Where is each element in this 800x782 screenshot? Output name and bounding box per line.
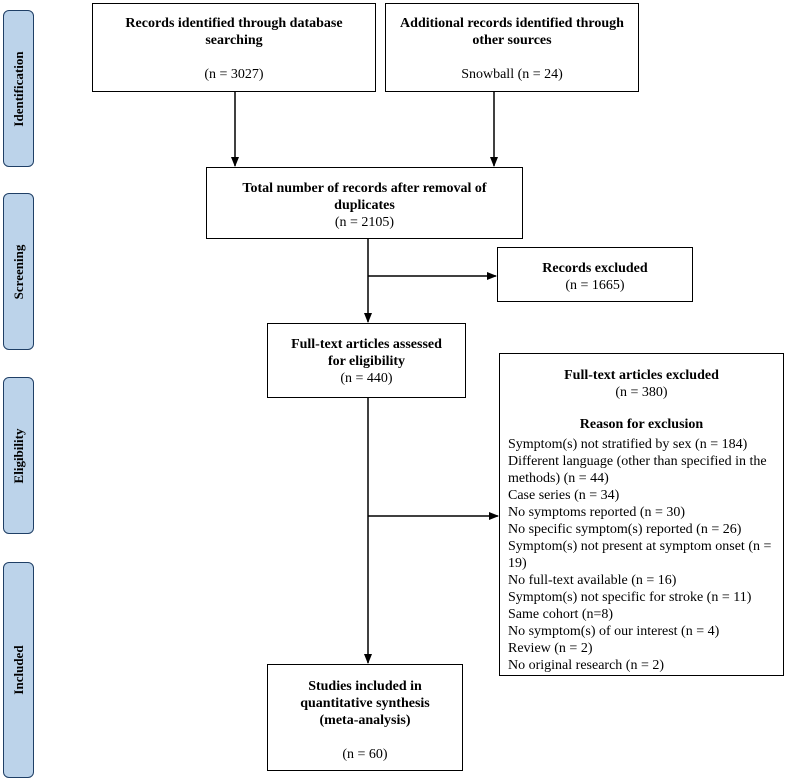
exclusion-reason: Review (n = 2) bbox=[508, 641, 593, 656]
box-records-excluded: Records excluded (n = 1665) bbox=[497, 247, 693, 302]
fulltext-assessed-title-2: for eligibility bbox=[327, 354, 406, 369]
fulltext-excluded-count: (n = 380) bbox=[615, 385, 668, 400]
box-other-sources: Additional records identified through ot… bbox=[385, 3, 639, 92]
included-title-2: quantitative synthesis bbox=[300, 696, 430, 711]
included-count: (n = 60) bbox=[342, 747, 388, 762]
exclusion-reason: Case series (n = 34) bbox=[508, 488, 620, 503]
exclusion-reason: No symptom(s) of our interest (n = 4) bbox=[508, 624, 720, 639]
box-studies-included: Studies included in quantitative synthes… bbox=[267, 664, 463, 771]
box-database-records: Records identified through database sear… bbox=[92, 3, 376, 92]
stage-included: Included bbox=[3, 562, 34, 778]
stage-screening: Screening bbox=[3, 193, 34, 350]
exclusion-reason: methods) (n = 44) bbox=[508, 471, 609, 486]
exclusion-reason: Symptom(s) not specific for stroke (n = … bbox=[508, 590, 752, 605]
stage-eligibility: Eligibility bbox=[3, 377, 34, 534]
after-duplicates-title-1: Total number of records after removal of bbox=[242, 181, 487, 196]
box-after-duplicates: Total number of records after removal of… bbox=[206, 167, 523, 239]
after-duplicates-title-2: duplicates bbox=[334, 198, 395, 213]
database-records-count: (n = 3027) bbox=[204, 67, 264, 82]
records-excluded-title: Records excluded bbox=[542, 261, 648, 276]
exclusion-reasons-list: Symptom(s) not stratified by sex (n = 18… bbox=[500, 436, 783, 674]
included-title-3: (meta-analysis) bbox=[319, 713, 411, 728]
after-duplicates-count: (n = 2105) bbox=[334, 215, 395, 230]
other-sources-title: Additional records identified through ot… bbox=[400, 16, 624, 48]
box-fulltext-assessed: Full-text articles assessed for eligibil… bbox=[267, 323, 466, 398]
exclusion-reason: 19) bbox=[508, 556, 527, 571]
exclusion-reason: No specific symptom(s) reported (n = 26) bbox=[508, 522, 742, 537]
fulltext-assessed-count: (n = 440) bbox=[340, 371, 393, 386]
fulltext-excluded-title: Full-text articles excluded bbox=[564, 368, 719, 383]
records-excluded-count: (n = 1665) bbox=[565, 278, 625, 293]
exclusion-reason: No symptoms reported (n = 30) bbox=[508, 505, 686, 520]
fulltext-assessed-title-1: Full-text articles assessed bbox=[291, 337, 442, 352]
exclusion-reason: No full-text available (n = 16) bbox=[508, 573, 677, 588]
exclusion-reason: Different language (other than specified… bbox=[508, 454, 767, 469]
exclusion-reason: Same cohort (n=8) bbox=[508, 607, 614, 622]
box-fulltext-excluded: Full-text articles excluded (n = 380) Re… bbox=[499, 353, 784, 676]
stage-identification: Identification bbox=[3, 10, 34, 167]
database-records-title: Records identified through database sear… bbox=[125, 16, 343, 48]
exclusion-reason: Symptom(s) not stratified by sex (n = 18… bbox=[508, 437, 748, 452]
included-title-1: Studies included in bbox=[308, 679, 422, 694]
exclusion-reason: Symptom(s) not present at symptom onset … bbox=[508, 539, 772, 554]
exclusion-reason: No original research (n = 2) bbox=[508, 658, 665, 673]
reason-heading: Reason for exclusion bbox=[579, 417, 704, 432]
other-sources-detail: Snowball (n = 24) bbox=[461, 67, 563, 82]
